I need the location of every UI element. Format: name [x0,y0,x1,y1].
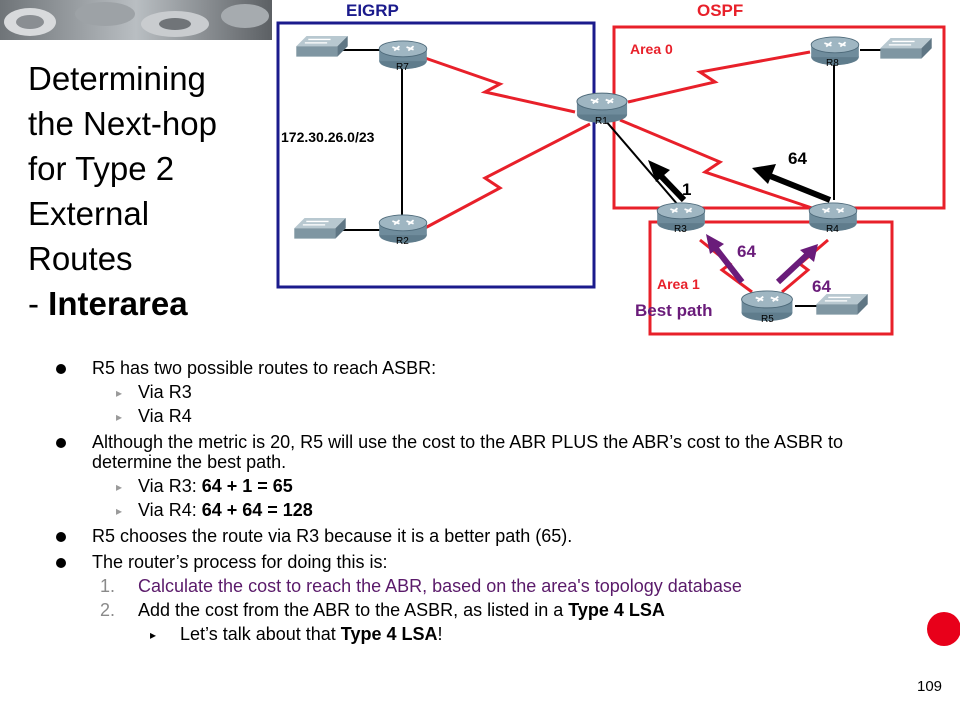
arrow-r4-to-r1 [768,173,832,203]
arrow-r4-to-r1-head [752,164,776,184]
step-text: Calculate the cost to reach the ABR, bas… [138,576,742,596]
title-strong: Interarea [48,285,188,322]
router-r3-label: R3 [674,224,687,235]
router-r7-label: R7 [396,62,409,73]
sub-bullet-marker: ▸ [116,410,123,424]
switch-eigrp-bottom [294,218,346,240]
sub-bullet-marker: ▸ [116,386,123,400]
header-photo [0,0,272,40]
lan-links [340,49,885,307]
sub-bullet-item: ▸ Via R3: 64 + 1 = 65 [40,476,900,496]
bullet-text: R5 has two possible routes to reach ASBR… [92,358,437,378]
switch-area0 [880,38,932,60]
sub-bullet-item: ▸ Via R4: 64 + 64 = 128 [40,500,900,520]
step-strong: Type 4 LSA [568,600,665,620]
bullet-dot [56,558,66,568]
title-prefix: - [28,285,49,322]
sub-bullet-strong: 64 + 64 = 128 [201,500,313,520]
network-diagram: R7 R2 R1 R8 R3 R4 R5 EIGRP OSPF Area 0 A… [276,1,946,336]
sub-bullet-text: Via R4: [138,500,202,520]
router-r1-label: R1 [595,116,608,127]
cost-arrows [648,160,832,285]
network-label: 172.30.26.0/23 [281,129,375,145]
bullet-item: R5 chooses the route via R3 because it i… [40,526,900,546]
arrow-r3-to-r1 [657,172,687,203]
area0-label: Area 0 [630,41,673,57]
ospf-area1-box [648,220,894,336]
step-number: 2. [100,600,116,620]
sub-bullet-text: Via R4 [138,406,192,426]
step-text: Add the cost from the ABR to the ASBR, a… [138,600,569,620]
cost-r3-r1-label: 1 [682,180,691,199]
link-r1-r3 [604,119,679,206]
arrow-r5-to-r3 [711,244,745,284]
sub-step-item: ▸ Let’s talk about that Type 4 LSA! [40,624,900,644]
eigrp-label: EIGRP [346,1,399,20]
sub-step-marker: ▸ [150,628,157,642]
cost-r4-r1-label: 64 [788,149,807,168]
best-path-label: Best path [635,301,712,320]
numbered-step: 1. Calculate the cost to reach the ABR, b… [40,576,900,596]
cost-r5-r3-label: 64 [737,242,756,261]
sub-bullet-text: Via R3: [138,476,202,496]
bullet-dot [56,364,66,374]
title-line: for Type 2 [28,150,175,187]
eigrp-domain-box [276,21,596,289]
sub-bullet-text: Via R3 [138,382,192,402]
router-r8-label: R8 [826,58,839,69]
sub-bullet-marker: ▸ [116,504,123,518]
link-r1-r8 [627,50,811,104]
bullet-text: The router’s process for doing this is: [92,552,388,572]
switch-eigrp-top [296,36,348,58]
link-r7-r1 [424,56,576,114]
sub-step-strong: Type 4 LSA [340,624,438,644]
arrow-r3-to-r1-head [648,160,670,182]
switch-area1 [816,294,868,316]
bullet-item: The router’s process for doing this is: [40,552,900,572]
sub-bullet-strong: 64 + 1 = 65 [201,476,293,496]
numbered-step: 2. Add the cost from the ABR to the ASBR,… [40,600,900,620]
router-r4-label: R4 [826,224,839,235]
sub-bullet-marker: ▸ [116,480,123,494]
title-line: - Interarea [28,281,278,326]
link-r1-r4 [619,118,819,212]
sub-step-suffix: ! [437,624,443,644]
title-line: External [28,195,150,232]
link-r2-r1 [424,122,591,230]
title-line: Routes [28,240,133,277]
sub-step-text: Let’s talk about that [180,624,341,644]
sub-bullet-item: ▸ Via R4 [40,406,900,426]
bullet-item: Although the metric is 20, R5 will use t… [40,432,900,472]
sub-bullet-item: ▸ Via R3 [40,382,900,402]
step-number: 1. [100,576,116,596]
ospf-label: OSPF [697,1,743,20]
bullet-list: R5 has two possible routes to reach ASBR… [40,352,900,644]
router-r2-label: R2 [396,236,409,247]
arrow-r5-to-r3-head [706,234,724,254]
bullet-dot [56,532,66,542]
bullet-text: R5 chooses the route via R3 because it i… [92,526,573,546]
bullet-dot [56,438,66,448]
area1-label: Area 1 [657,276,700,292]
cost-r5-r4-label: 64 [812,277,831,296]
arrow-r5-to-r4 [775,251,811,285]
title-line: Determining [28,60,206,97]
bullet-item: R5 has two possible routes to reach ASBR… [40,358,900,378]
router-r5-label: R5 [761,314,774,325]
arrow-r5-to-r4-head [800,244,818,262]
title-line: the Next-hop [28,105,217,142]
slide-title: Determining the Next-hop for Type 2 Exte… [28,56,278,326]
bullet-text: Although the metric is 20, R5 will use t… [92,432,844,472]
slide-number: 109 [917,678,943,695]
record-indicator-icon [927,612,960,646]
